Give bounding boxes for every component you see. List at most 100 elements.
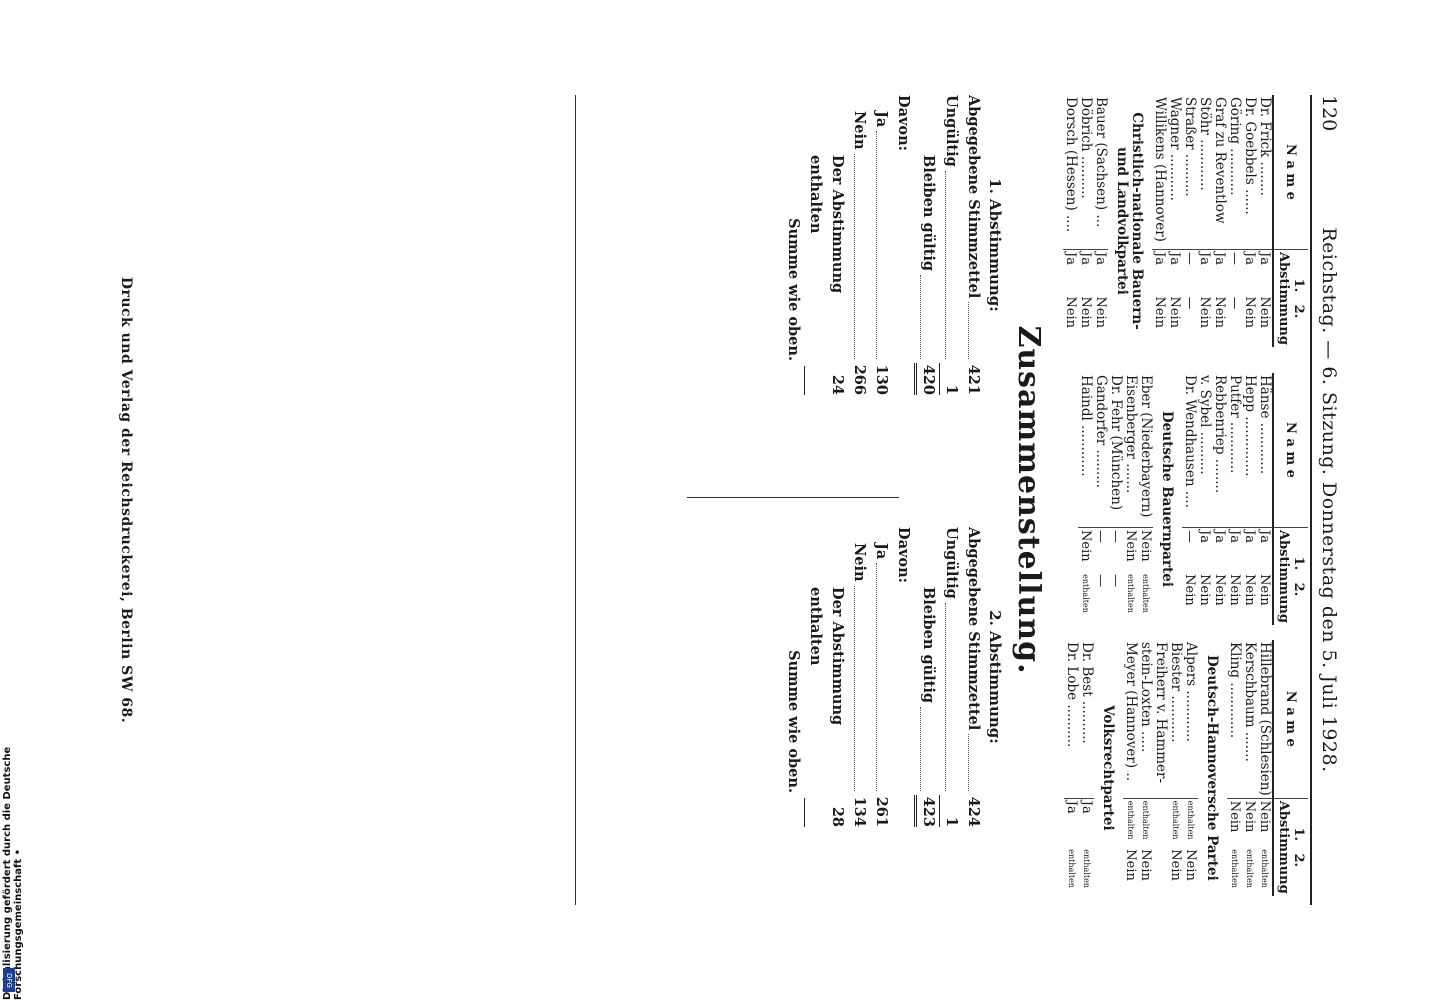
vote-1-header: 1. <box>1291 556 1306 571</box>
vote-1-cell: enthalten <box>1138 798 1153 848</box>
vote-1-header: 1. <box>1291 827 1306 842</box>
summary-value: 423 <box>914 795 939 827</box>
summary-label: Ungültig <box>943 527 960 599</box>
summary-label: Abgegebene Stimmzettel <box>965 527 982 731</box>
summary-label: Davon: <box>895 95 912 151</box>
summary-heading: 2. Abstimmung: <box>986 610 1004 744</box>
vote-2-cell: Nein <box>1078 296 1093 329</box>
member-name: Hillebrand (Schlesien) <box>1257 642 1273 796</box>
vote-1-header: 1. <box>1291 278 1306 293</box>
vote-2-cell: Nein <box>1257 296 1272 329</box>
vote-2-cell: Nein <box>1123 849 1138 881</box>
vote-2-cell: Nein <box>1212 296 1227 329</box>
dot-leader <box>876 131 892 359</box>
vote-1-cell: Ja <box>1079 798 1094 848</box>
member-name: Göring ........... <box>1227 97 1243 196</box>
vote-1-cell: — <box>1227 249 1242 295</box>
vote-1-cell: Ja <box>1093 249 1108 295</box>
vote-1-cell: Ja <box>1257 249 1273 295</box>
dot-leader <box>945 602 962 791</box>
member-name: Gandorfer ......... <box>1093 375 1109 489</box>
summary-row: Davon: <box>892 95 914 395</box>
party-heading: Christlich-nationale Bauern- und Landvol… <box>1108 95 1152 347</box>
party-name: Volksrechtpartei <box>1100 705 1116 831</box>
summary-value: 1 <box>939 363 962 395</box>
vote-1-cell: Ja <box>1078 249 1093 295</box>
vote-2-cell: Nein <box>1197 296 1212 329</box>
summary-heading: 1. Abstimmung: <box>986 178 1004 312</box>
member-name: Hänse ............ <box>1257 375 1273 475</box>
summary-label: Abgegebene Stimmzettel <box>965 95 982 299</box>
member-name: Freiherr v. Hammer- <box>1153 642 1169 784</box>
vote-1-cell: — <box>1108 527 1123 573</box>
party-heading: Deutsch-Hannoversche Partei <box>1198 640 1227 896</box>
vote-2-cell: — <box>1108 574 1123 588</box>
name-header: N a m e <box>1283 144 1299 200</box>
vote-2-cell <box>1153 847 1168 895</box>
vote-1-cell: — <box>1093 527 1108 573</box>
member-name: Dr. Frick ........ <box>1257 97 1273 196</box>
dot-leader <box>920 275 939 359</box>
bottom-rule <box>575 95 576 905</box>
member-name: Graf zu Reventlow <box>1212 97 1228 224</box>
vote-1-cell: Ja <box>1212 527 1227 573</box>
vote-header: 1.2.Abstimmung <box>1273 249 1308 347</box>
summary-label: Ungültig <box>943 95 960 167</box>
vote-2-cell: Nein <box>1063 296 1078 329</box>
vote-1-cell: Ja <box>1167 249 1182 295</box>
vote-2-cell: Nein <box>1183 849 1198 881</box>
table-row: Dr. Fehr (München) —— <box>1108 373 1124 625</box>
member-name: Wagner ........... <box>1167 97 1183 202</box>
vote-2-cell: Nein <box>1138 849 1153 881</box>
member-name: Kerschbaum ....... <box>1242 642 1258 762</box>
table-row: Freiherr v. Hammer- <box>1153 640 1169 896</box>
member-name: stein-Loxten ..... <box>1138 642 1154 753</box>
member-name: Stöhr ............ <box>1197 97 1213 191</box>
dfg-logo: DFG <box>3 968 15 992</box>
vote-2-header: 2. <box>1291 304 1306 319</box>
vote-2-cell: Nein <box>1227 574 1242 606</box>
dot-leader <box>876 563 892 791</box>
summary-value: 134 <box>851 796 868 827</box>
member-name: Dr. Best .......... <box>1079 642 1095 744</box>
vote-1-cell: Ja <box>1257 527 1273 573</box>
vote-2-cell: — <box>1182 296 1197 310</box>
member-name: Döbrich .......... <box>1078 97 1094 199</box>
member-name: Biester ........... <box>1168 642 1184 743</box>
summary-total-note: Summe wie oben. <box>785 650 802 793</box>
member-name: Eisenberger ....... <box>1123 375 1139 494</box>
dot-leader <box>854 585 870 791</box>
summary-label: Bleiben gültig <box>920 155 937 271</box>
dot-leader <box>968 734 984 791</box>
member-name: Dr. Fehr (München) <box>1108 375 1124 511</box>
member-name: Dorsch (Hessen) .... <box>1063 97 1079 233</box>
vote-2-header: 2. <box>1291 582 1306 597</box>
vote-1-cell: — <box>1182 527 1197 573</box>
summary-label: Davon: <box>895 527 912 583</box>
dot-leader <box>854 153 870 359</box>
summary-divider <box>687 497 899 498</box>
imprint: Druck und Verlag der Reichsdruckerei, Be… <box>118 276 134 724</box>
vote-1-cell: Ja <box>1212 249 1227 295</box>
